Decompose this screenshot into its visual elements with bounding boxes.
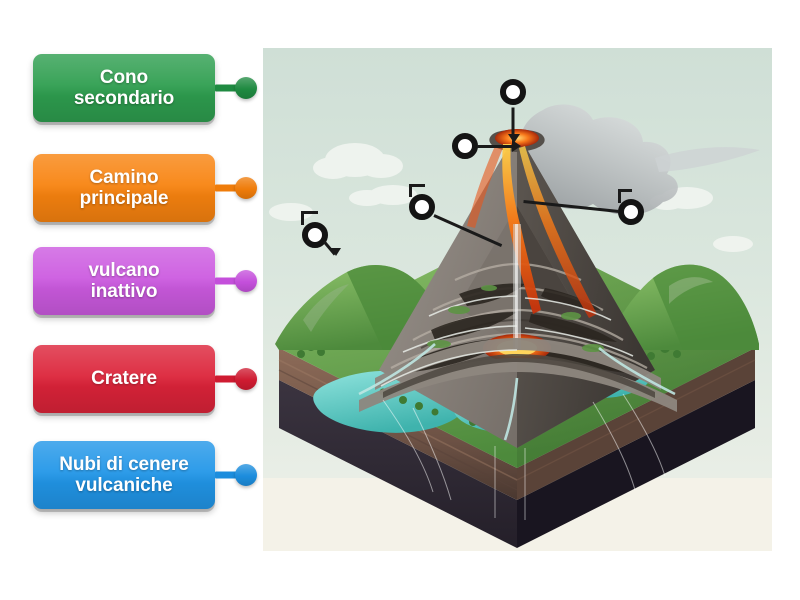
marker-pin-circle[interactable] <box>452 133 478 159</box>
marker-arrowhead-ash-cloud <box>508 134 520 143</box>
connector-knob[interactable] <box>235 464 257 486</box>
marker-main-conduit[interactable] <box>409 194 435 220</box>
volcano-cone <box>358 129 677 448</box>
marker-pin-circle[interactable] <box>500 79 526 105</box>
connector-stem <box>215 277 241 285</box>
marker-hook-dormant-volcano <box>301 211 318 225</box>
connector-stem <box>215 184 241 192</box>
connector-knob[interactable] <box>235 77 257 99</box>
connector-stem <box>215 84 241 92</box>
connector-knob[interactable] <box>235 270 257 292</box>
connector-knob[interactable] <box>235 177 257 199</box>
label-connector <box>215 77 257 99</box>
label-connector <box>215 177 257 199</box>
marker-secondary-cone[interactable] <box>618 199 644 225</box>
label-connector <box>215 270 257 292</box>
diagram-panel <box>263 48 772 551</box>
volcano-illustration <box>263 48 772 551</box>
marker-arrowhead-dormant-volcano <box>331 248 341 256</box>
marker-pin-circle[interactable] <box>409 194 435 220</box>
label-connector <box>215 368 257 390</box>
connector-stem <box>215 471 241 479</box>
marker-leader-ash-cloud <box>511 107 515 138</box>
right-ridge <box>603 264 759 350</box>
marker-ash-cloud[interactable] <box>500 79 526 105</box>
connector-knob[interactable] <box>235 368 257 390</box>
label-row: Cratere <box>0 343 263 415</box>
marker-pin-circle[interactable] <box>618 199 644 225</box>
marker-hook-secondary-cone <box>618 189 632 203</box>
label-connector <box>215 464 257 486</box>
label-chip-text: Cratere <box>91 368 157 390</box>
marker-leader-crater <box>477 145 513 148</box>
label-chip-cratere[interactable]: Cratere <box>33 345 257 413</box>
connector-stem <box>215 375 241 383</box>
marker-crater[interactable] <box>452 133 478 159</box>
marker-hook-main-conduit <box>409 184 425 197</box>
marker-arrowhead-crater <box>512 140 521 152</box>
